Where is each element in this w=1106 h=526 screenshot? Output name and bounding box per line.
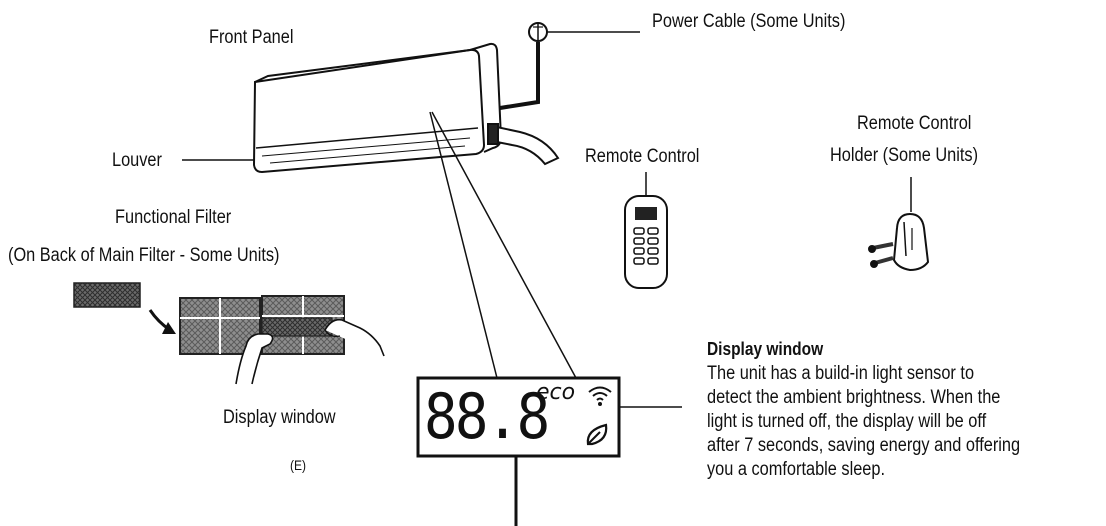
remote-holder-illustration bbox=[868, 177, 930, 272]
display-digits: 88.8 bbox=[424, 380, 550, 453]
display-note-line: light is turned off, the display will be… bbox=[707, 411, 987, 432]
display-note-body: The unit has a build-in light sensor to … bbox=[707, 362, 1020, 482]
label-functional-filter-line2: (On Back of Main Filter - Some Units) bbox=[8, 245, 280, 266]
leaf-icon bbox=[586, 423, 608, 446]
indoor-unit bbox=[252, 42, 503, 174]
drain-pipe bbox=[487, 123, 560, 166]
insert-arrow-icon bbox=[148, 309, 176, 334]
label-power-cable: Power Cable (Some Units) bbox=[652, 11, 846, 32]
display-note-title: Display window bbox=[707, 339, 824, 359]
label-display-variant: (E) bbox=[290, 457, 307, 473]
label-remote-holder-line2: Holder (Some Units) bbox=[830, 145, 979, 166]
label-functional-filter-line1: Functional Filter bbox=[115, 207, 232, 228]
label-remote-control: Remote Control bbox=[585, 146, 700, 167]
functional-filter-piece bbox=[73, 282, 141, 308]
main-filter-illustration bbox=[179, 295, 385, 385]
label-display-window: Display window bbox=[223, 407, 336, 428]
power-cable bbox=[499, 22, 640, 110]
eco-indicator: eco bbox=[536, 380, 576, 405]
wifi-icon bbox=[588, 386, 612, 406]
label-louver: Louver bbox=[112, 150, 162, 171]
label-front-panel: Front Panel bbox=[209, 27, 294, 48]
display-note-line: The unit has a build-in light sensor to bbox=[707, 363, 975, 384]
label-remote-holder-line1: Remote Control bbox=[857, 113, 972, 134]
display-note-line: you a comfortable sleep. bbox=[707, 459, 886, 480]
remote-control-illustration bbox=[624, 172, 668, 289]
display-panel bbox=[416, 376, 682, 526]
display-note-line: after 7 seconds, saving energy and offer… bbox=[707, 435, 1021, 456]
display-note-line: detect the ambient brightness. When the bbox=[707, 387, 1001, 408]
